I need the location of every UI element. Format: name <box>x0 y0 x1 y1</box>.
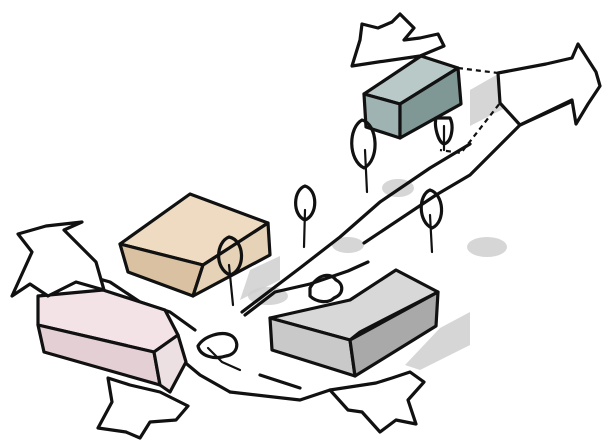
arrow <box>328 370 426 434</box>
tree <box>217 235 244 307</box>
car <box>196 332 239 360</box>
tree <box>433 116 454 152</box>
tan-building <box>118 192 272 298</box>
arrows <box>10 12 602 440</box>
car <box>308 273 344 304</box>
gray-building <box>268 268 440 378</box>
tree <box>350 118 377 194</box>
tree <box>419 188 444 254</box>
teal-building <box>362 54 463 140</box>
arrow <box>10 220 106 298</box>
pink-building <box>36 288 188 394</box>
cars <box>196 273 344 360</box>
arrow <box>96 376 190 440</box>
arrow <box>350 12 446 68</box>
arrow <box>496 42 602 127</box>
tree <box>294 184 317 249</box>
trees <box>217 116 454 307</box>
